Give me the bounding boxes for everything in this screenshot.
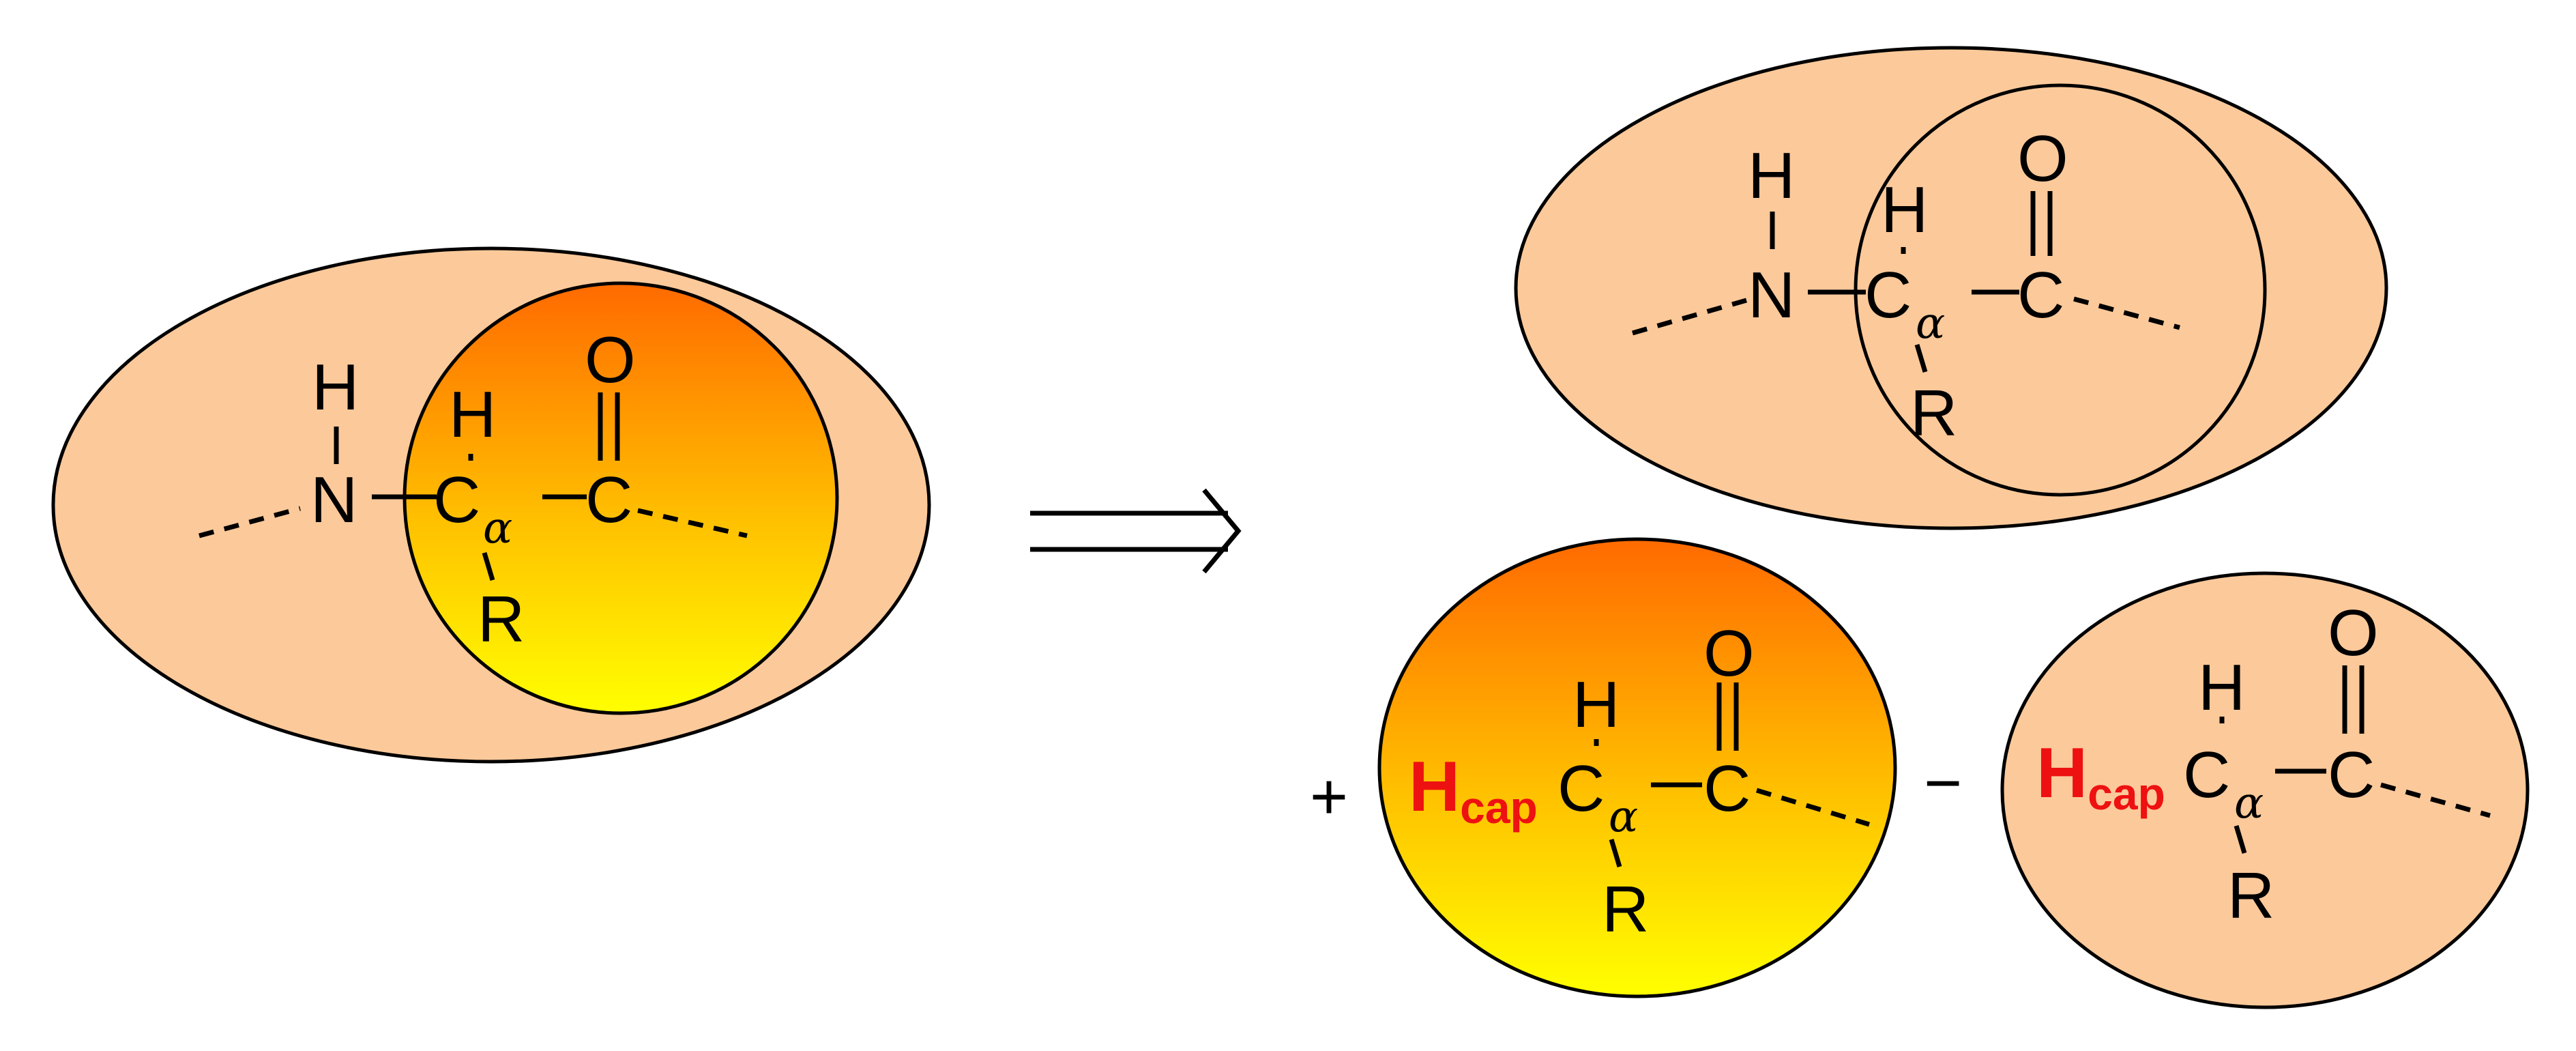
alpha-subscript: α <box>1916 298 1945 349</box>
atom-N: N <box>1748 259 1795 332</box>
atom-R: R <box>2227 859 2274 932</box>
alpha-subscript: α <box>483 503 512 553</box>
atom-C-carbonyl: C <box>1703 752 1751 825</box>
backbone-dash-right <box>637 508 748 538</box>
atom-N: N <box>310 463 357 536</box>
atom-R: R <box>1602 873 1649 946</box>
backbone-dash-left <box>199 506 301 538</box>
alpha-subscript: α <box>1609 792 1638 842</box>
bond-Ca-R <box>1609 838 1622 868</box>
atom-H-alpha: H <box>2198 651 2245 724</box>
atom-H-amide: H <box>1748 139 1795 212</box>
atom-H-alpha: H <box>1572 668 1620 741</box>
atom-H-alpha: H <box>449 378 496 451</box>
hcap-label: Hcap <box>1409 747 1538 833</box>
atom-O: O <box>1703 617 1755 690</box>
atom-O: O <box>2328 596 2379 670</box>
backbone-dash-right <box>2380 782 2491 818</box>
atom-C-carbonyl: C <box>2328 738 2375 811</box>
hcap-label: Hcap <box>2036 734 2165 819</box>
atom-R: R <box>1910 377 1957 450</box>
bond-Ca-R <box>2234 824 2247 854</box>
bond-Ca-R <box>482 551 495 581</box>
atom-C-carbonyl: C <box>585 463 632 536</box>
atom-C-alpha: C <box>433 463 480 536</box>
atom-O: O <box>585 323 636 397</box>
atom-C-alpha: C <box>2183 738 2230 811</box>
backbone-dash-left <box>1632 298 1747 336</box>
bottom-minus-fragment: Hcap H C α C O R <box>2000 571 2530 1009</box>
capped-fragment-ellipse <box>1377 537 1897 998</box>
atom-R: R <box>478 583 525 656</box>
bond-Ca-R <box>1914 343 1928 373</box>
backbone-dash-right <box>1755 788 1871 827</box>
bottom-plus-fragment: Hcap H C α C O R <box>1377 537 1897 998</box>
capped-fragment-ellipse <box>2000 571 2530 1009</box>
atom-H-amide: H <box>312 351 359 424</box>
plus-sign: + <box>1310 760 1348 833</box>
backbone-dash-right <box>2073 296 2180 330</box>
implies-arrow <box>1030 488 1242 574</box>
atom-C-alpha: C <box>1864 259 1912 332</box>
atom-C-carbonyl: C <box>2017 259 2064 332</box>
minus-sign: − <box>1924 747 1962 820</box>
top-right-system: H N H C α C O R <box>1514 46 2388 530</box>
left-full-system: H N H C α C O R <box>51 246 931 764</box>
alpha-subscript: α <box>2234 778 2264 829</box>
atom-C-alpha: C <box>1557 752 1605 825</box>
atom-O: O <box>2017 122 2068 195</box>
atom-H-alpha: H <box>1881 173 1928 246</box>
